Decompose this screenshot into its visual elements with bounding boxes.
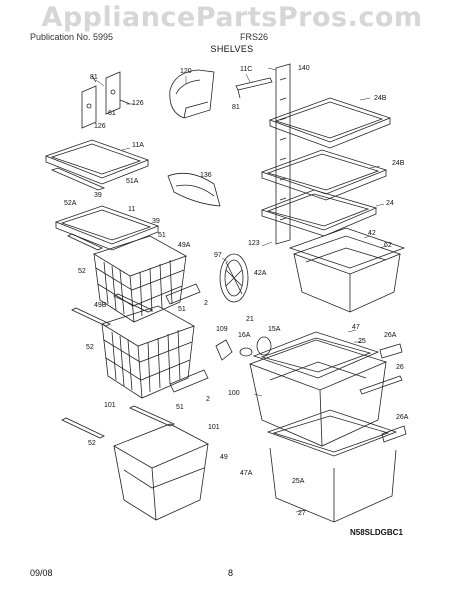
bin-49 (113, 423, 209, 521)
label-61: 61 (108, 110, 116, 117)
diagram-code: N58SLDGBC1 (350, 528, 403, 537)
label-25A: 25A (292, 478, 305, 485)
shelf-11 (54, 205, 160, 251)
label-24B: 24B (392, 160, 405, 167)
label-47: 47 (352, 324, 360, 331)
label-123: 123 (248, 240, 260, 247)
section-title: SHELVES (210, 44, 254, 54)
pan-cover-47 (252, 331, 380, 379)
footer-date: 09/08 (30, 568, 53, 578)
label-24: 24 (386, 200, 394, 207)
label-21: 21 (246, 316, 254, 323)
shelf-11A (44, 139, 150, 191)
label-15A: 15A (268, 326, 281, 333)
label-24B: 24B (374, 95, 387, 102)
label-81: 81 (90, 74, 98, 81)
label-81: 81 (232, 104, 240, 111)
label-26A: 26A (396, 414, 409, 421)
shelf-24B-top (268, 97, 392, 149)
label-101: 101 (104, 402, 116, 409)
label-52A: 52A (64, 200, 77, 207)
label-51A: 51A (126, 178, 139, 185)
coil-97 (219, 253, 249, 303)
label-52: 52 (88, 440, 96, 447)
label-120: 120 (180, 68, 192, 75)
header-publication: Publication No. 5995 (30, 32, 114, 42)
label-16A: 16A (238, 332, 251, 339)
shelf-24B-middle (260, 149, 388, 201)
footer-page-number: 8 (228, 568, 234, 578)
rail-11C (235, 77, 273, 99)
label-25: 25 (358, 338, 366, 345)
cover-42 (288, 227, 406, 269)
label-11C: 11C (240, 66, 253, 73)
label-62: 62 (384, 242, 392, 249)
header-model: FRS26 (240, 32, 269, 42)
crisper-62 (292, 235, 402, 313)
label-136: 136 (200, 172, 212, 179)
part-136 (167, 172, 221, 207)
label-126: 126 (94, 123, 106, 130)
label-26A: 26A (384, 332, 397, 339)
label-39: 39 (152, 218, 160, 225)
label-2: 2 (204, 300, 208, 307)
basket-49A (93, 235, 187, 323)
label-39: 39 (94, 192, 102, 199)
shelf-bracket-parts (81, 71, 131, 129)
leader-lines (95, 67, 387, 513)
label-109: 109 (216, 326, 228, 333)
label-11A: 11A (132, 142, 144, 149)
label-11: 11 (128, 206, 136, 213)
label-26: 26 (396, 364, 404, 371)
label-27: 27 (298, 510, 306, 517)
label-2: 2 (206, 396, 210, 403)
pan-25 (248, 339, 388, 447)
bin-120 (169, 69, 215, 119)
label-100: 100 (228, 390, 240, 397)
label-101: 101 (208, 424, 220, 431)
label-51: 51 (178, 306, 186, 313)
label-52: 52 (78, 268, 86, 275)
basket-rails (61, 233, 209, 439)
label-42: 42 (368, 230, 376, 237)
label-47A: 47A (240, 470, 253, 477)
label-140: 140 (298, 65, 310, 72)
pan-25A (266, 409, 398, 523)
label-49B: 49B (94, 302, 107, 309)
label-52: 52 (86, 344, 94, 351)
lamp-parts (215, 336, 272, 361)
label-97: 97 (214, 252, 222, 259)
label-42A: 42A (254, 270, 267, 277)
basket-49B (101, 305, 195, 399)
slides-26 (359, 343, 407, 443)
label-49: 49 (220, 454, 228, 461)
label-49A: 49A (178, 242, 191, 249)
label-51: 51 (158, 232, 166, 239)
label-126: 126 (132, 100, 144, 107)
watermark-logo: AppliancePartsPros.com (41, 2, 423, 33)
label-51: 51 (176, 404, 184, 411)
